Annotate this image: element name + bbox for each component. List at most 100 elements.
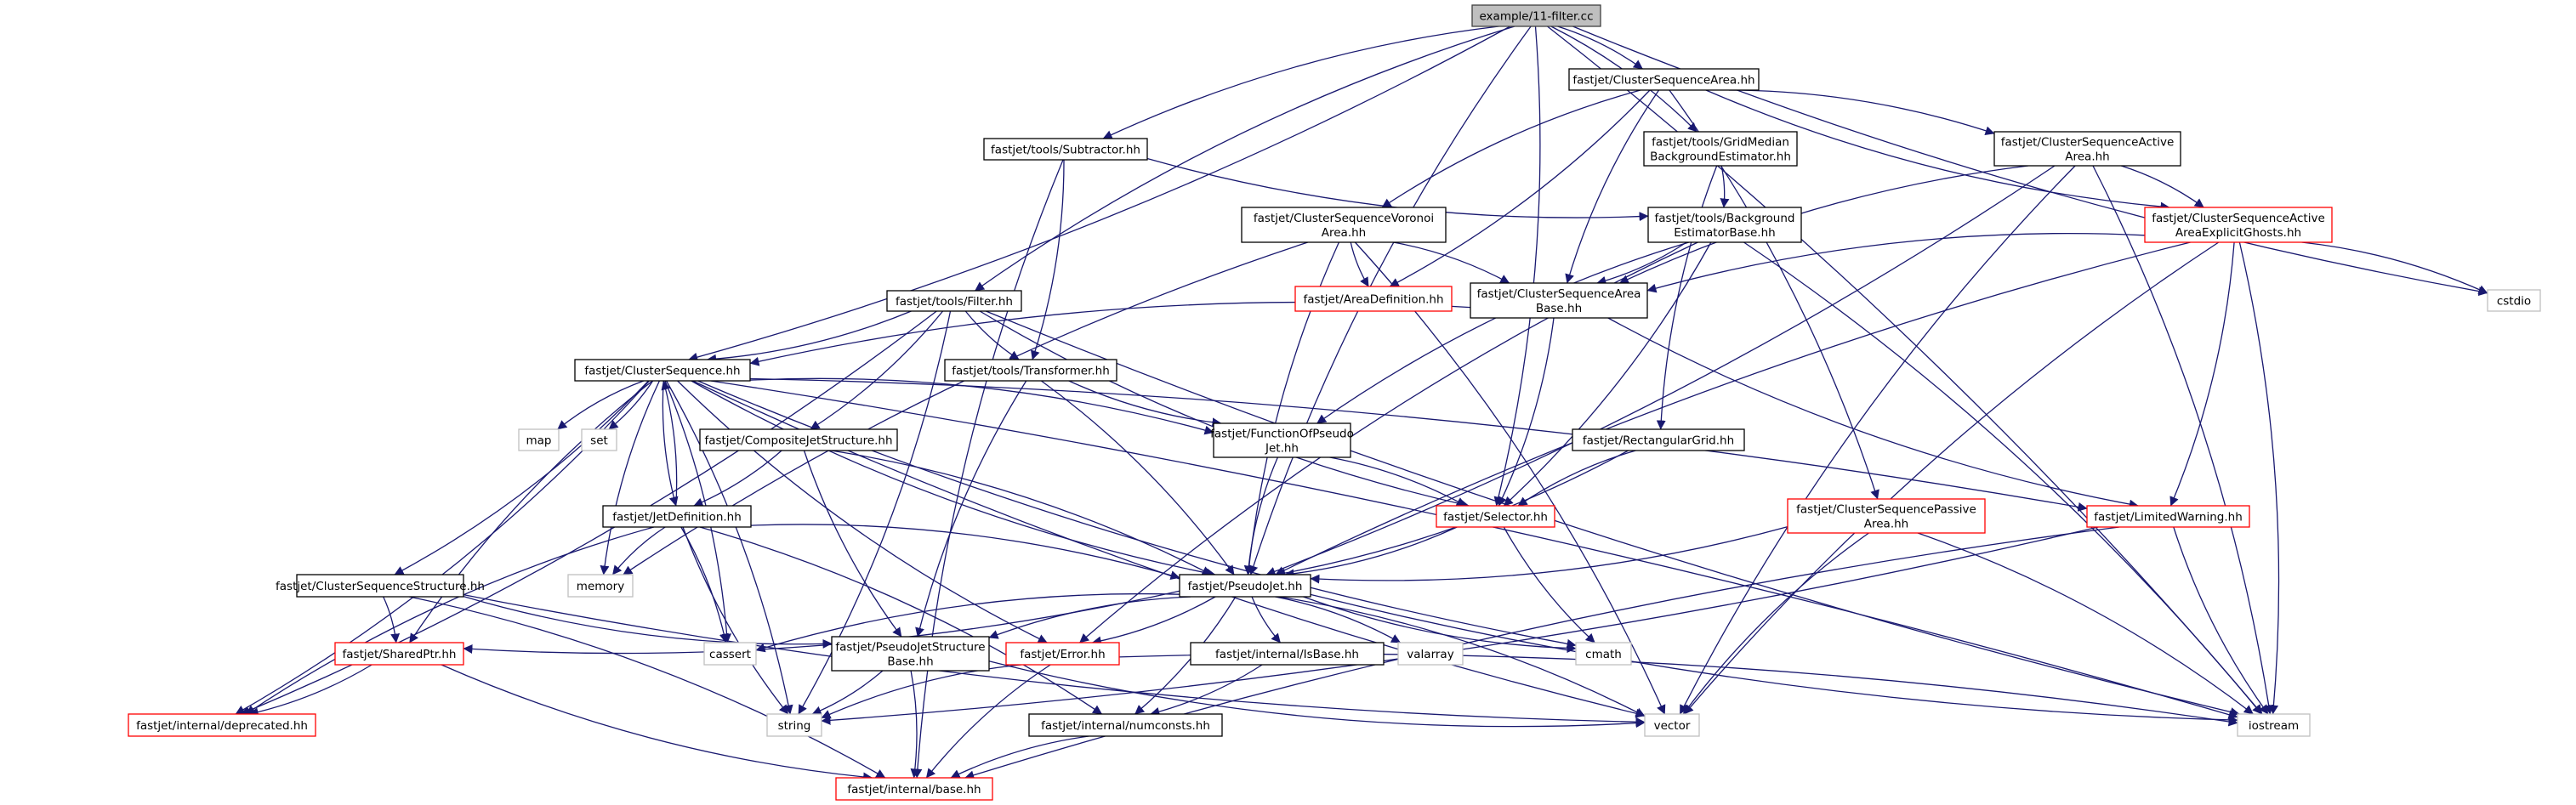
edge-numconsts-to-base — [950, 735, 1089, 779]
node-box — [1787, 498, 1986, 534]
node-box — [602, 505, 752, 528]
node-iostream: iostream — [2237, 713, 2311, 737]
node-box — [1644, 713, 1700, 737]
node-label: fastjet/tools/Subtractor.hh — [991, 144, 1140, 157]
node-css[interactable]: fastjet/ClusterSequenceStructure.hh — [276, 574, 485, 598]
node-numconsts[interactable]: fastjet/internal/numconsts.hh — [1028, 713, 1223, 737]
edge-cs-to-css — [394, 380, 650, 575]
node-deprecated[interactable]: fastjet/internal/deprecated.hh — [128, 713, 316, 737]
node-cs[interactable]: fastjet/ClusterSequence.hh — [574, 359, 751, 382]
edge-csarea-to-activearea — [1728, 89, 1995, 136]
node-label: fastjet/RectangularGrid.hh — [1583, 434, 1734, 448]
node-root[interactable]: example/11-filter.cc — [1471, 4, 1601, 27]
node-box — [1436, 505, 1555, 528]
node-box — [1568, 68, 1760, 91]
node-box — [1572, 428, 1745, 451]
edge-ghosts-to-iostream — [2238, 241, 2280, 715]
node-gridmedian[interactable]: fastjet/tools/GridMedianBackgroundEstima… — [1643, 131, 1798, 167]
node-limwarn[interactable]: fastjet/LimitedWarning.hh — [2086, 505, 2250, 528]
node-ghosts[interactable]: fastjet/ClusterSequenceActiveAreaExplici… — [2144, 207, 2333, 243]
edge-ghosts-to-vector — [1684, 241, 2220, 715]
edge-voronoi-to-areabase — [1393, 241, 1510, 284]
edge-transformer-to-pjsb — [915, 380, 1027, 638]
node-label: fastjet/ClusterSequenceActive — [2001, 136, 2175, 150]
node-sharedptr[interactable]: fastjet/SharedPtr.hh — [334, 642, 464, 666]
node-error[interactable]: fastjet/Error.hh — [1005, 642, 1120, 666]
node-cassert: cassert — [703, 642, 757, 666]
edge-jetdef-to-pseudojet — [750, 524, 1180, 580]
node-csarea[interactable]: fastjet/ClusterSequenceArea.hh — [1568, 68, 1760, 91]
edge-pseudojet-to-valarray — [1275, 596, 1402, 643]
edge-isbase-to-numconsts — [1150, 664, 1263, 717]
edges-layer — [235, 26, 2488, 782]
edge-cs-to-string — [666, 380, 793, 715]
edge-transformer-to-pseudojet — [1041, 380, 1235, 575]
node-rectgrid[interactable]: fastjet/RectangularGrid.hh — [1572, 428, 1745, 451]
edge-bgebase-to-selector — [1503, 241, 1712, 507]
edge-root-to-subtractor — [1102, 26, 1499, 139]
node-box — [1179, 574, 1311, 598]
node-label: fastjet/Error.hh — [1020, 648, 1105, 661]
node-map: map — [518, 428, 560, 451]
node-label: fastjet/tools/Filter.hh — [896, 295, 1013, 309]
node-box — [334, 642, 464, 666]
node-label: fastjet/Selector.hh — [1443, 511, 1548, 524]
node-isbase[interactable]: fastjet/internal/IsBase.hh — [1190, 642, 1385, 666]
edge-limwarn-to-string — [821, 526, 2099, 725]
node-box — [983, 138, 1148, 161]
edge-jetdef-to-string — [682, 526, 789, 715]
edge-cs-to-limwarn — [749, 377, 2088, 512]
node-label: Area.hh — [1322, 226, 1366, 240]
edge-jetdef-to-deprecated — [245, 526, 654, 715]
node-transformer[interactable]: fastjet/tools/Transformer.hh — [944, 359, 1117, 382]
edge-passive-to-pseudojet — [1310, 525, 1788, 584]
node-jetdef[interactable]: fastjet/JetDefinition.hh — [602, 505, 752, 528]
edge-css-to-sharedptr — [383, 596, 401, 643]
node-label: fastjet/SharedPtr.hh — [343, 648, 457, 661]
node-pseudojet[interactable]: fastjet/PseudoJet.hh — [1179, 574, 1311, 598]
edge-selector-to-pseudojet — [1284, 526, 1458, 579]
edge-filter-to-composite — [810, 310, 944, 430]
edge-subtractor-to-base — [913, 159, 1064, 779]
edge-root-to-filter — [975, 26, 1515, 292]
edge-composite-to-pseudojet — [831, 450, 1212, 575]
node-subtractor[interactable]: fastjet/tools/Subtractor.hh — [983, 138, 1148, 161]
edge-csarea-to-ghosts — [1705, 89, 2170, 212]
edge-areabase-to-selector — [1498, 317, 1555, 507]
edge-gridmedian-to-bgebase — [1720, 165, 1730, 208]
node-label: EstimatorBase.hh — [1674, 226, 1775, 240]
node-box — [518, 428, 560, 451]
edge-root-to-csarea — [1557, 26, 1643, 70]
edge-pjsb-to-base — [910, 670, 920, 779]
node-label: valarray — [1407, 648, 1453, 661]
edge-funcpj-to-pseudojet — [1243, 456, 1278, 575]
node-label: iostream — [2249, 719, 2299, 733]
edge-root-to-cs — [688, 26, 1511, 362]
node-box — [1241, 207, 1447, 243]
edge-ghosts-to-areabase — [1646, 232, 2146, 293]
node-areadef[interactable]: fastjet/AreaDefinition.hh — [1294, 286, 1453, 312]
node-valarray: valarray — [1397, 642, 1464, 666]
node-filter[interactable]: fastjet/tools/Filter.hh — [886, 290, 1022, 312]
node-label: Base.hh — [887, 655, 933, 669]
node-label: Area.hh — [2065, 150, 2109, 164]
node-base[interactable]: fastjet/internal/base.hh — [835, 777, 993, 801]
node-set: set — [581, 428, 617, 451]
edge-sharedptr-to-deprecated — [248, 664, 372, 717]
edge-ghosts-to-cstdio — [2301, 241, 2488, 294]
edge-pseudojet-to-vector — [1278, 596, 1646, 717]
node-box — [835, 777, 993, 801]
node-label: Area.hh — [1864, 518, 1908, 531]
node-label: fastjet/JetDefinition.hh — [612, 511, 742, 524]
node-selector[interactable]: fastjet/Selector.hh — [1436, 505, 1555, 528]
node-composite[interactable]: fastjet/CompositeJetStructure.hh — [699, 428, 898, 451]
node-label: fastjet/ClusterSequence.hh — [584, 365, 740, 378]
